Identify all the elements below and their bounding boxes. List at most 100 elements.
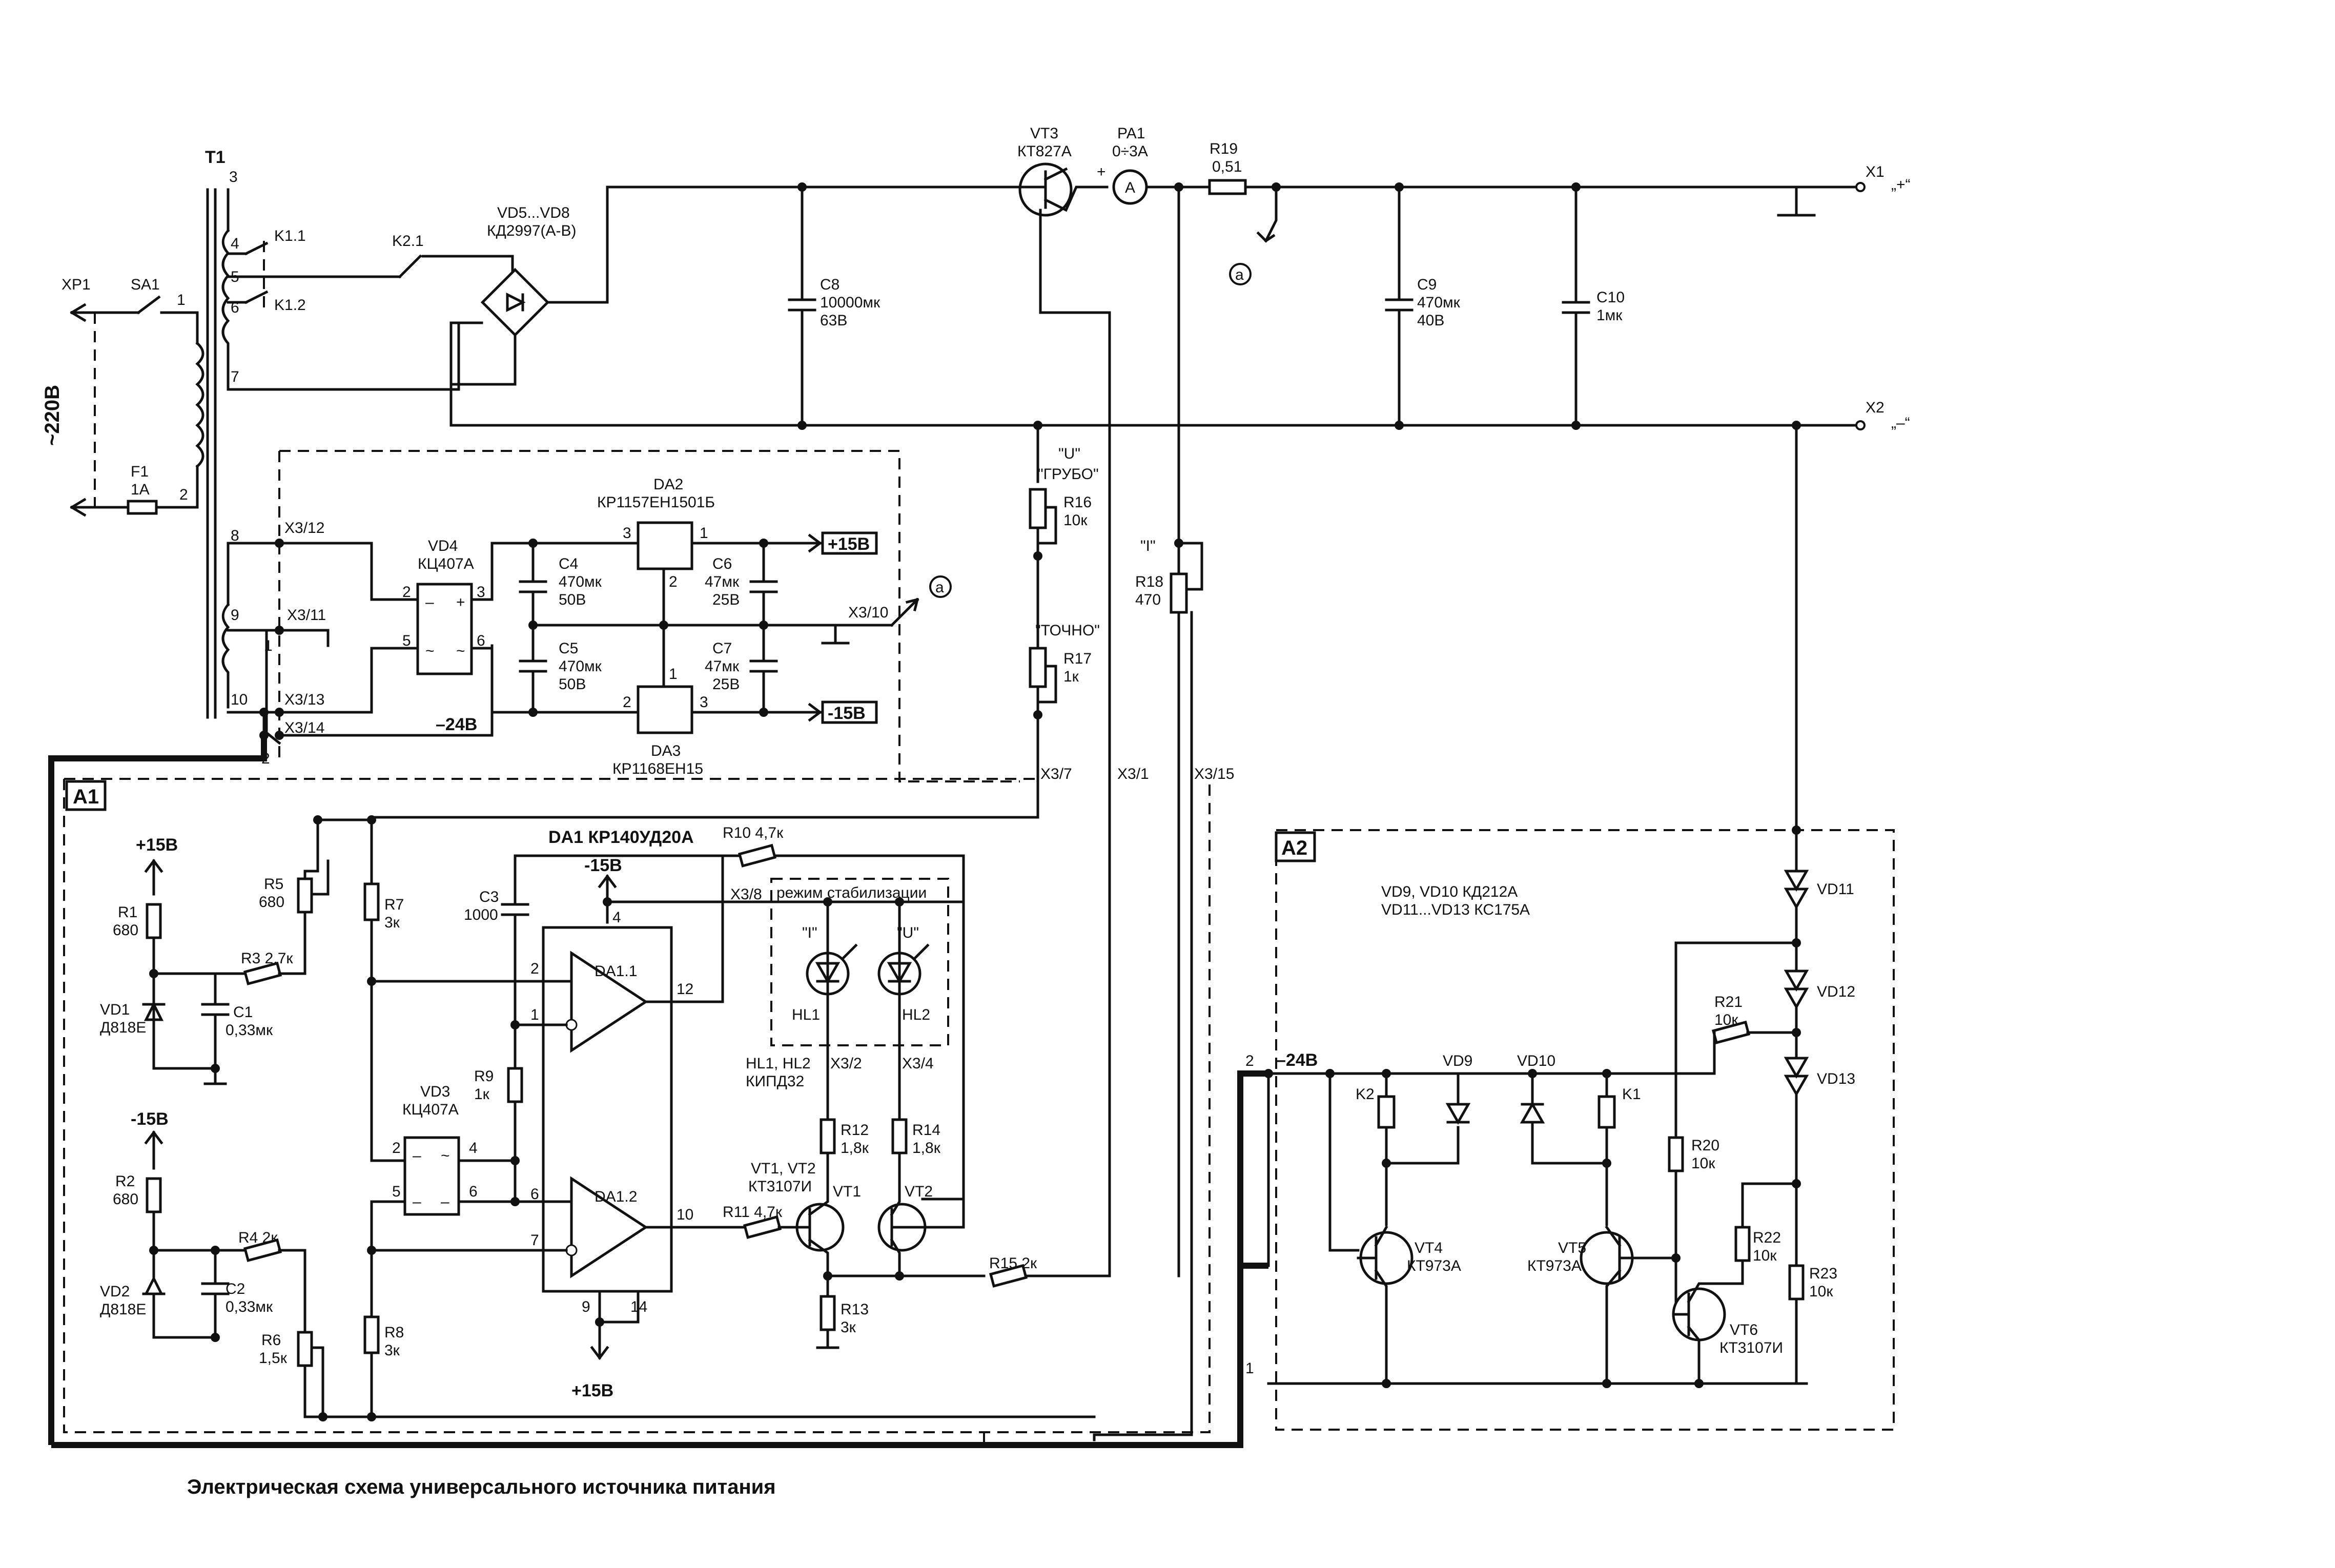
k1-ref: K1 — [1622, 1086, 1641, 1103]
x2-ref: X2 — [1866, 399, 1885, 416]
x32-label: X3/2 — [830, 1055, 862, 1072]
svg-text:–: – — [413, 1147, 421, 1164]
da3-body — [637, 685, 693, 734]
r17-tochno: "ТОЧНО" — [1035, 622, 1100, 639]
c8: C8 10000мк 63В — [788, 182, 880, 430]
hl2-ref: HL2 — [902, 1006, 930, 1023]
c5-ref: C5 — [559, 640, 578, 657]
vd4-type: КЦ407А — [418, 555, 474, 572]
fuse-label: F1 — [131, 463, 149, 480]
vd12-ref: VD12 — [1817, 983, 1855, 1000]
k2-coil — [1377, 1095, 1396, 1129]
vt6-ref: VT6 — [1730, 1322, 1758, 1338]
p15-badge — [821, 531, 878, 555]
c8-voltage: 63В — [820, 312, 847, 329]
r19-value: 0,51 — [1212, 158, 1242, 175]
k1-coil — [1597, 1095, 1616, 1129]
svg-text:1: 1 — [700, 525, 708, 542]
da2-body — [637, 521, 693, 570]
vt2-ref: VT2 — [905, 1183, 933, 1200]
c7-voltage: 25В — [712, 676, 740, 693]
svg-text:2: 2 — [669, 573, 678, 590]
svg-text:8: 8 — [231, 527, 239, 544]
r16-u: "U" — [1058, 445, 1080, 462]
svg-text:6: 6 — [530, 1186, 539, 1203]
vt4-ref: VT4 — [1415, 1240, 1443, 1256]
k21-label: K2.1 — [392, 233, 424, 250]
vd4-body — [416, 583, 473, 675]
c6-value: 47мк — [705, 573, 740, 590]
svg-text:9: 9 — [231, 607, 239, 624]
svg-text:9: 9 — [582, 1298, 590, 1315]
psu-m24: –24В — [436, 715, 477, 734]
svg-text:1: 1 — [669, 666, 678, 683]
a1-ref: A1 — [73, 786, 99, 808]
vt1-ref: VT1 — [833, 1183, 861, 1200]
pa1-ammeter: PA1 0÷3А A + — [1097, 125, 1211, 205]
vd1-type: Д818Е — [100, 1019, 146, 1036]
c10: C10 1мк — [1562, 182, 1625, 430]
c7-value: 47мк — [705, 658, 740, 675]
svg-text:1: 1 — [530, 1006, 539, 1023]
c4-value: 470мк — [559, 573, 602, 590]
x315-label: X3/15 — [1194, 766, 1234, 782]
svg-text:+: + — [456, 594, 465, 611]
a2-ref: A2 — [1281, 837, 1307, 859]
psu-p15: +15В — [828, 534, 870, 554]
svg-text:5: 5 — [402, 632, 411, 649]
r16-value: 10к — [1063, 512, 1088, 529]
c5-value: 470мк — [559, 658, 602, 675]
r7-ref: R7 — [384, 896, 404, 913]
svg-text:2: 2 — [1245, 1053, 1254, 1069]
c8-ref: C8 — [820, 276, 839, 293]
output-terminals: X1 „+“ X2 „–“ — [1033, 163, 1911, 832]
vd3-body — [403, 1136, 460, 1216]
vt3-type: КТ827А — [1017, 143, 1072, 160]
r16-grubo: "ГРУБО" — [1038, 466, 1099, 483]
svg-text:3: 3 — [700, 694, 708, 711]
c6-voltage: 25В — [712, 591, 740, 608]
svg-text:4: 4 — [469, 1140, 478, 1157]
r22-value: 10к — [1753, 1247, 1777, 1264]
r19-ref: R19 — [1210, 140, 1238, 157]
a1-m15b: -15В — [584, 856, 622, 875]
node-a-top: a — [1235, 266, 1244, 283]
c1-value: 0,33мк — [226, 1022, 273, 1039]
c8-value: 10000мк — [820, 294, 880, 311]
vt12-type: КТ3107И — [748, 1178, 812, 1195]
r23-value: 10к — [1809, 1283, 1833, 1300]
x31-label: X3/1 — [1117, 766, 1149, 782]
fuse-f1 — [127, 500, 158, 515]
r21-ref: R21 — [1714, 994, 1743, 1010]
r8-ref: R8 — [384, 1324, 404, 1341]
c2-ref: C2 — [226, 1281, 245, 1297]
r13-ref: R13 — [841, 1301, 869, 1318]
svg-text:3: 3 — [229, 169, 238, 185]
xp1-label: XP1 — [62, 276, 91, 293]
vd4-ref: VD4 — [428, 538, 458, 554]
svg-text:12: 12 — [677, 981, 693, 998]
k12-label: K1.2 — [274, 297, 306, 314]
a1-p15: +15В — [136, 835, 178, 855]
c9: C9 470мк 40В — [1385, 182, 1461, 430]
svg-text:–: – — [413, 1193, 421, 1210]
r6-value: 1,5к — [259, 1350, 288, 1367]
a1-badge — [65, 780, 107, 811]
r5-value: 680 — [259, 894, 284, 911]
c7-ref: C7 — [712, 640, 732, 657]
c3-value: 1000 — [464, 906, 498, 923]
fuse-value: 1А — [131, 481, 150, 498]
c9-ref: C9 — [1417, 276, 1437, 293]
r14-ref: R14 — [912, 1122, 940, 1139]
psu-m15: -15В — [828, 704, 866, 723]
r10-label: R10 4,7к — [723, 824, 784, 841]
da12-label: DA1.2 — [595, 1188, 637, 1205]
svg-text:–: – — [441, 1193, 449, 1210]
caption: Электрическая схема универсального источ… — [187, 1476, 776, 1498]
r9-value: 1к — [474, 1086, 490, 1103]
svg-text:10: 10 — [677, 1206, 693, 1223]
vd9-ref: VD9 — [1443, 1053, 1472, 1069]
a1-m15a: -15В — [131, 1109, 169, 1129]
vt3: VT3 КТ827А — [1017, 125, 1111, 1277]
